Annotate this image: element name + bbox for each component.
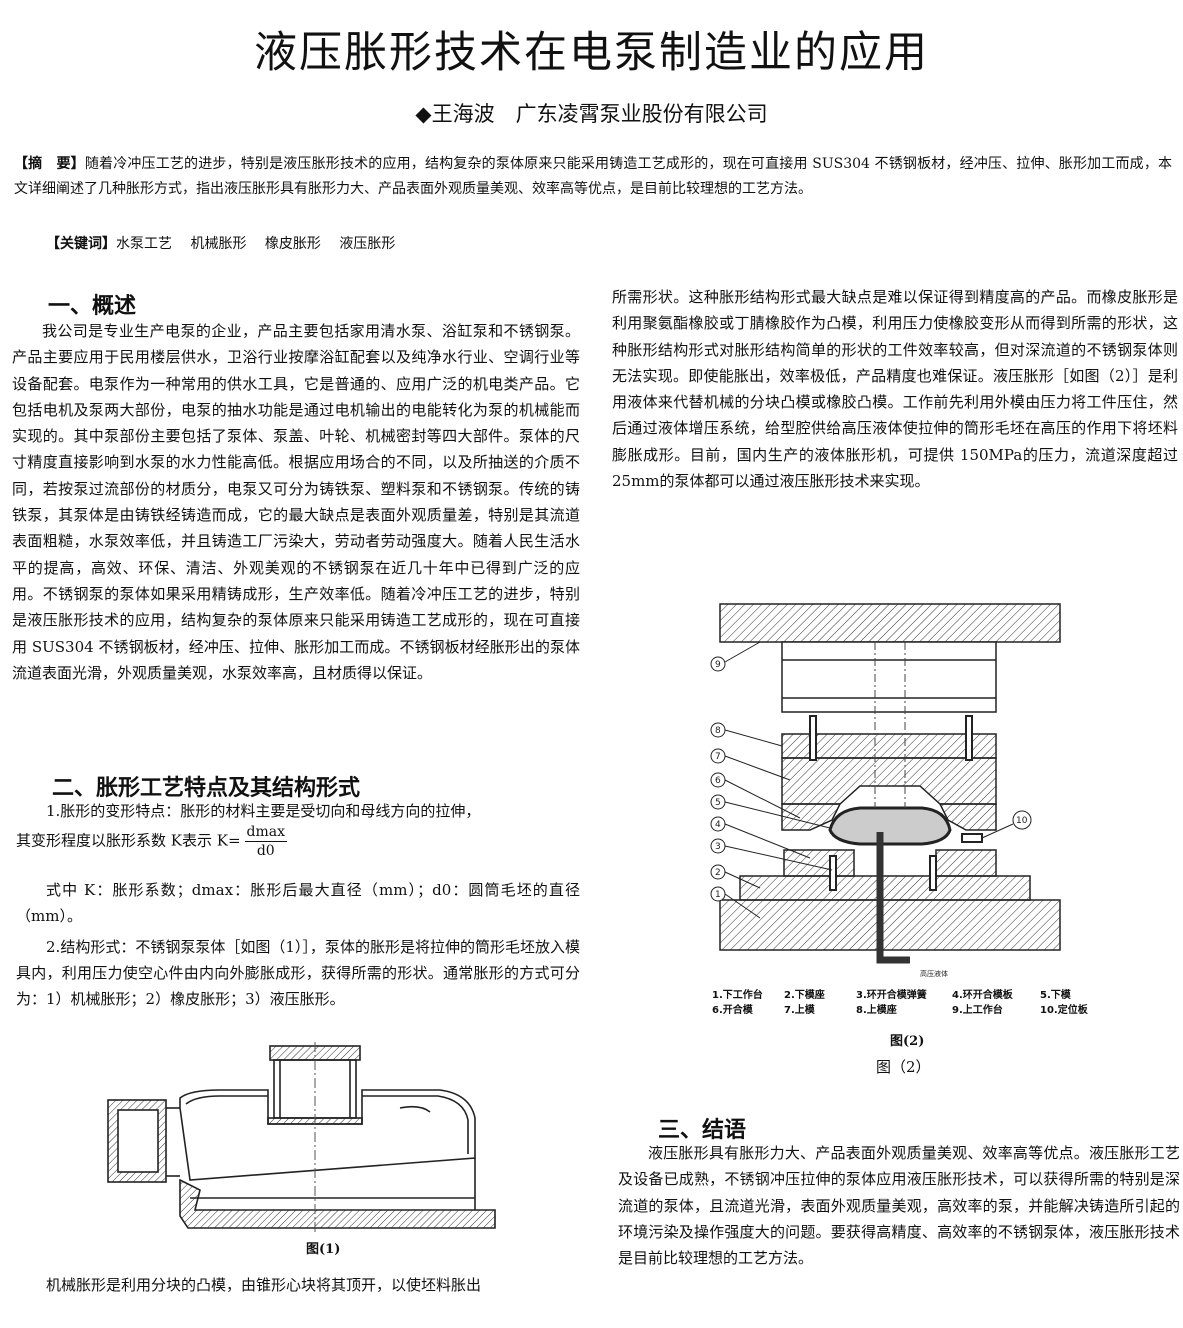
- callout-3: 3: [715, 842, 721, 852]
- abstract-label: 【摘 要】: [14, 156, 85, 172]
- callout-2: 2: [715, 868, 721, 878]
- keywords-text: 水泵工艺 机械胀形 橡皮胀形 液压胀形: [116, 236, 396, 252]
- callout-6: 6: [715, 776, 721, 786]
- author-line: ◆王海波 广东凌霄泵业股份有限公司: [415, 102, 768, 126]
- section2-body: 式中 K：胀形系数；dmax：胀形后最大直径（mm）；d0：圆筒毛坯的直径（mm…: [16, 877, 580, 1012]
- formula-text: 其变形程度以胀形系数 K表示 K=: [16, 831, 241, 850]
- section3-heading: 三、结语: [658, 1118, 747, 1143]
- section2-p1: 1.胀形的变形特点：胀形的材料主要是受切向和母线方向的拉伸，: [46, 802, 481, 820]
- fraction-denominator: d0: [256, 843, 275, 859]
- figure-2-caption-bold: 图(2): [890, 1034, 925, 1049]
- page-title: 液压胀形技术在电泵制造业的应用: [254, 28, 929, 78]
- abstract-text: 随着冷冲压工艺的进步，特别是液压胀形技术的应用，结构复杂的泵体原来只能采用铸造工…: [14, 156, 1172, 197]
- legend-item-4: 4.环开合模板: [952, 990, 1013, 1001]
- figure-1-caption: 图(1): [306, 1242, 341, 1257]
- legend-row-1: 1.下工作台 2.下模座 3.环开合模弹簧 4.环开合模板 5.下模: [712, 986, 1102, 1001]
- legend-row-2: 6.开合模 7.上模 8.上模座 9.上工作台 10.定位板: [712, 1001, 1102, 1016]
- pipe-label: 高压液体: [920, 969, 948, 978]
- callout-7: 7: [715, 752, 721, 762]
- callout-8: 8: [715, 726, 721, 736]
- section3-body: 液压胀形具有胀形力大、产品表面外观质量美观、效率高等优点。液压胀形工艺及设备已成…: [618, 1140, 1180, 1271]
- legend-item-10: 10.定位板: [1040, 1005, 1088, 1016]
- abstract: 【摘 要】随着冷冲压工艺的进步，特别是液压胀形技术的应用，结构复杂的泵体原来只能…: [14, 152, 1172, 202]
- callout-4: 4: [715, 820, 721, 830]
- figure-2-hydraulic-die-drawing: 9 8 7 6 5 4 3 2 1 10 高压液体: [710, 603, 1061, 978]
- callout-1: 1: [715, 890, 721, 900]
- right-column-top: 所需形状。这种胀形结构形式最大缺点是难以保证得到精度高的产品。而橡皮胀形是利用聚…: [612, 284, 1178, 494]
- section1-heading: 一、概述: [48, 294, 137, 319]
- keywords-label: 【关键词】: [46, 236, 116, 252]
- section2-p3: 2.结构形式：不锈钢泵泵体［如图（1）］，泵体的胀形是将拉伸的筒形毛坯放入模具内…: [16, 937, 580, 1009]
- section1-para: 我公司是专业生产电泵的企业，产品主要包括家用清水泵、浴缸泵和不锈钢泵。产品主要应…: [12, 322, 580, 682]
- legend-item-6: 6.开合模: [712, 1005, 753, 1016]
- right-column-para: 所需形状。这种胀形结构形式最大缺点是难以保证得到精度高的产品。而橡皮胀形是利用聚…: [612, 288, 1178, 491]
- callout-10: 10: [1016, 816, 1028, 826]
- legend-item-3: 3.环开合模弹簧: [856, 990, 927, 1001]
- legend-item-8: 8.上模座: [856, 1005, 897, 1016]
- fraction-numerator: dmax: [244, 824, 288, 842]
- section2-tail: 机械胀形是利用分块的凸模，由锥形心块将其顶开，以使坯料胀出: [16, 1272, 586, 1298]
- legend-item-5: 5.下模: [1040, 990, 1071, 1001]
- section2-p1-block: 1.胀形的变形特点：胀形的材料主要是受切向和母线方向的拉伸，: [16, 798, 580, 824]
- legend-item-1: 1.下工作台: [712, 990, 763, 1001]
- figure-1-pump-body-drawing: [107, 1042, 496, 1234]
- legend-item-9: 9.上工作台: [952, 1005, 1003, 1016]
- section1-body: 我公司是专业生产电泵的企业，产品主要包括家用清水泵、浴缸泵和不锈钢泵。产品主要应…: [12, 318, 580, 686]
- callout-9: 9: [715, 660, 721, 670]
- legend-item-7: 7.上模: [784, 1005, 815, 1016]
- section2-heading: 二、胀形工艺特点及其结构形式: [52, 776, 361, 801]
- callout-5: 5: [715, 798, 721, 808]
- section2-p4: 机械胀形是利用分块的凸模，由锥形心块将其顶开，以使坯料胀出: [46, 1276, 482, 1294]
- legend-item-2: 2.下模座: [784, 990, 825, 1001]
- section3-para: 液压胀形具有胀形力大、产品表面外观质量美观、效率高等优点。液压胀形工艺及设备已成…: [618, 1144, 1180, 1268]
- figure-2-legend: 1.下工作台 2.下模座 3.环开合模弹簧 4.环开合模板 5.下模 6.开合模 7.上模…: [712, 986, 1102, 1016]
- keywords: 【关键词】水泵工艺 机械胀形 橡皮胀形 液压胀形: [46, 233, 395, 253]
- section2-p2: 式中 K：胀形系数；dmax：胀形后最大直径（mm）；d0：圆筒毛坯的直径（mm…: [16, 881, 580, 926]
- figure-2-caption: 图（2）: [876, 1058, 931, 1076]
